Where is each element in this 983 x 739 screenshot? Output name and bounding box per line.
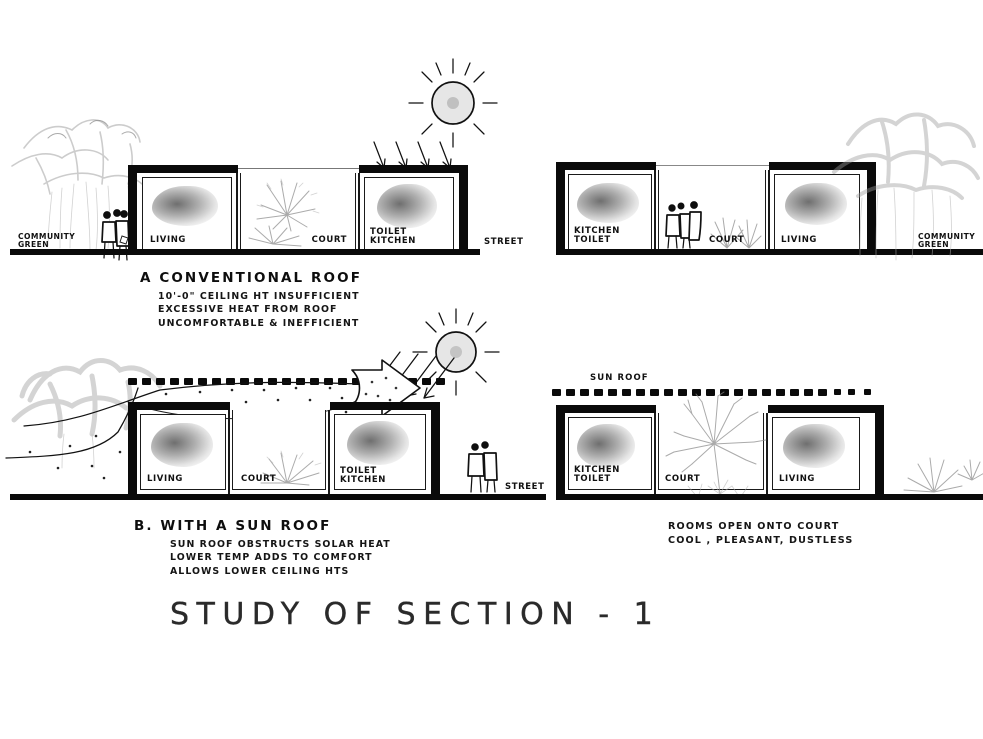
room-label: KITCHEN TOILET: [574, 464, 621, 484]
ground-line-b-left: [10, 494, 546, 500]
court-sky-line-a1: [238, 168, 359, 169]
wall-right-a2: [867, 162, 876, 255]
roof-slab-a2-left: [556, 162, 656, 170]
scheme-b-section: LIVING COURT TOILET KITCHEN: [0, 300, 983, 600]
tree-sketch-right-a: [832, 112, 980, 261]
annotation-a-notes: 10'-0" CEILING HT INSUFFICIENT EXCESSIVE…: [158, 291, 360, 329]
person-figure-pair-court-a2: [665, 201, 702, 249]
room-label: LIVING: [147, 473, 184, 484]
building-block-b-left: LIVING COURT TOILET KITCHEN: [128, 402, 440, 494]
room-b1-living: LIVING: [140, 414, 226, 490]
roof-slab-a1-right: [359, 165, 468, 173]
room-label: LIVING: [150, 234, 187, 245]
scheme-a-section: COMMUNITY GREEN: [0, 0, 983, 329]
wall-left-b1: [128, 402, 137, 494]
wall-right-a1: [459, 165, 468, 255]
roof-slab-b1-left: [128, 402, 230, 410]
wall-left-a1: [128, 165, 137, 255]
annotation-block-b: B. WITH A SUN ROOF SUN ROOF OBSTRUCTS SO…: [134, 518, 391, 578]
graphite-smudge: [152, 186, 218, 226]
roof-slab-b2-right: [768, 405, 884, 413]
graphite-smudge: [785, 183, 847, 225]
room-label: KITCHEN TOILET: [574, 225, 621, 245]
room-label: COURT: [665, 473, 701, 484]
court-a2: COURT: [658, 170, 766, 251]
label-sun-roof: SUN ROOF: [590, 373, 649, 383]
court-b1: COURT: [232, 410, 326, 490]
graphite-smudge: [377, 184, 437, 228]
plant-sketch-court-a2: [710, 217, 762, 249]
annotation-b-heading: B. WITH A SUN ROOF: [134, 518, 332, 534]
partition-b2-1: [654, 413, 656, 494]
plant-sketch-court-a1: [256, 178, 320, 232]
room-label: LIVING: [781, 234, 818, 245]
graphite-smudge: [577, 424, 635, 468]
building-block-a-right: KITCHEN TOILET: [556, 162, 876, 255]
annotation-a-heading: A CONVENTIONAL ROOF: [140, 270, 363, 286]
partition-a2-2: [768, 170, 770, 255]
wall-left-a2: [556, 162, 565, 255]
partition-b1-1: [228, 410, 230, 494]
sun-icon-a: [408, 58, 498, 148]
roof-slab-b1-right: [330, 402, 440, 410]
plant-sketch-court-b1: [260, 450, 322, 486]
label-street-a: STREET: [484, 237, 524, 247]
room-label: COURT: [709, 234, 745, 245]
partition-a1-2: [358, 173, 360, 255]
graphite-smudge: [151, 423, 213, 467]
room-a2-kitchen-toilet: KITCHEN TOILET: [568, 174, 652, 251]
sun-roof-canopy-right: [552, 389, 871, 396]
room-b2-living: LIVING: [772, 417, 860, 490]
sun-icon-b: [412, 308, 500, 396]
label-community-green-a-right: COMMUNITY GREEN: [918, 232, 976, 250]
annotation-b-notes: SUN ROOF OBSTRUCTS SOLAR HEAT LOWER TEMP…: [170, 539, 391, 577]
room-b1-toilet-kitchen: TOILET KITCHEN: [334, 414, 426, 490]
partition-a2-1: [654, 170, 656, 255]
annotation-b-right-notes: ROOMS OPEN ONTO COURT COOL , PLEASANT, D…: [668, 521, 854, 546]
room-a2-living: LIVING: [774, 174, 860, 251]
room-a1-living: LIVING: [142, 177, 232, 251]
ground-line-a-left: [10, 249, 480, 255]
annotation-block-a: A CONVENTIONAL ROOF 10'-0" CEILING HT IN…: [140, 270, 362, 330]
room-label: COURT: [241, 473, 277, 484]
wall-left-b2: [556, 405, 565, 494]
roof-slab-b2-left: [556, 405, 656, 413]
tree-sketch-left-b: [11, 358, 163, 469]
room-label: TOILET KITCHEN: [370, 226, 417, 246]
room-label: LIVING: [779, 473, 816, 484]
wall-right-b2: [875, 405, 884, 494]
room-a1-toilet-kitchen: TOILET KITCHEN: [364, 177, 454, 251]
label-community-green-a-left: COMMUNITY GREEN: [18, 232, 76, 250]
building-block-a-left: LIVING COURT: [128, 165, 468, 255]
partition-b2-2: [766, 413, 768, 494]
room-b2-kitchen-toilet: KITCHEN TOILET: [568, 417, 652, 490]
partition-a1-1: [236, 173, 238, 255]
building-block-b-right: KITCHEN TOILET COURT LIVING: [556, 405, 884, 494]
roof-slab-a2-right: [769, 162, 876, 170]
graphite-smudge: [577, 183, 639, 223]
partition-b1-2: [328, 410, 330, 494]
graphite-smudge: [347, 421, 409, 465]
person-figure-pair-street-b: [467, 441, 498, 493]
tree-sketch-court-b2: [665, 391, 767, 499]
label-street-b: STREET: [505, 482, 545, 492]
room-label: COURT: [311, 234, 347, 245]
court-sky-line-a2: [656, 165, 769, 166]
plant-sketch-right-b: [903, 457, 983, 493]
person-figure-pair-left: [101, 209, 130, 261]
roof-slab-a1-left: [128, 165, 238, 173]
wall-right-b1: [431, 402, 440, 494]
court-a1: COURT: [240, 173, 356, 251]
room-label: TOILET KITCHEN: [340, 465, 387, 485]
ground-line-b-right: [556, 494, 983, 500]
plant-sketch-court-a1-low: [248, 225, 302, 247]
ground-line-a-right: [556, 249, 983, 255]
page-title: STUDY OF SECTION - 1: [170, 597, 661, 632]
graphite-smudge: [783, 424, 845, 468]
